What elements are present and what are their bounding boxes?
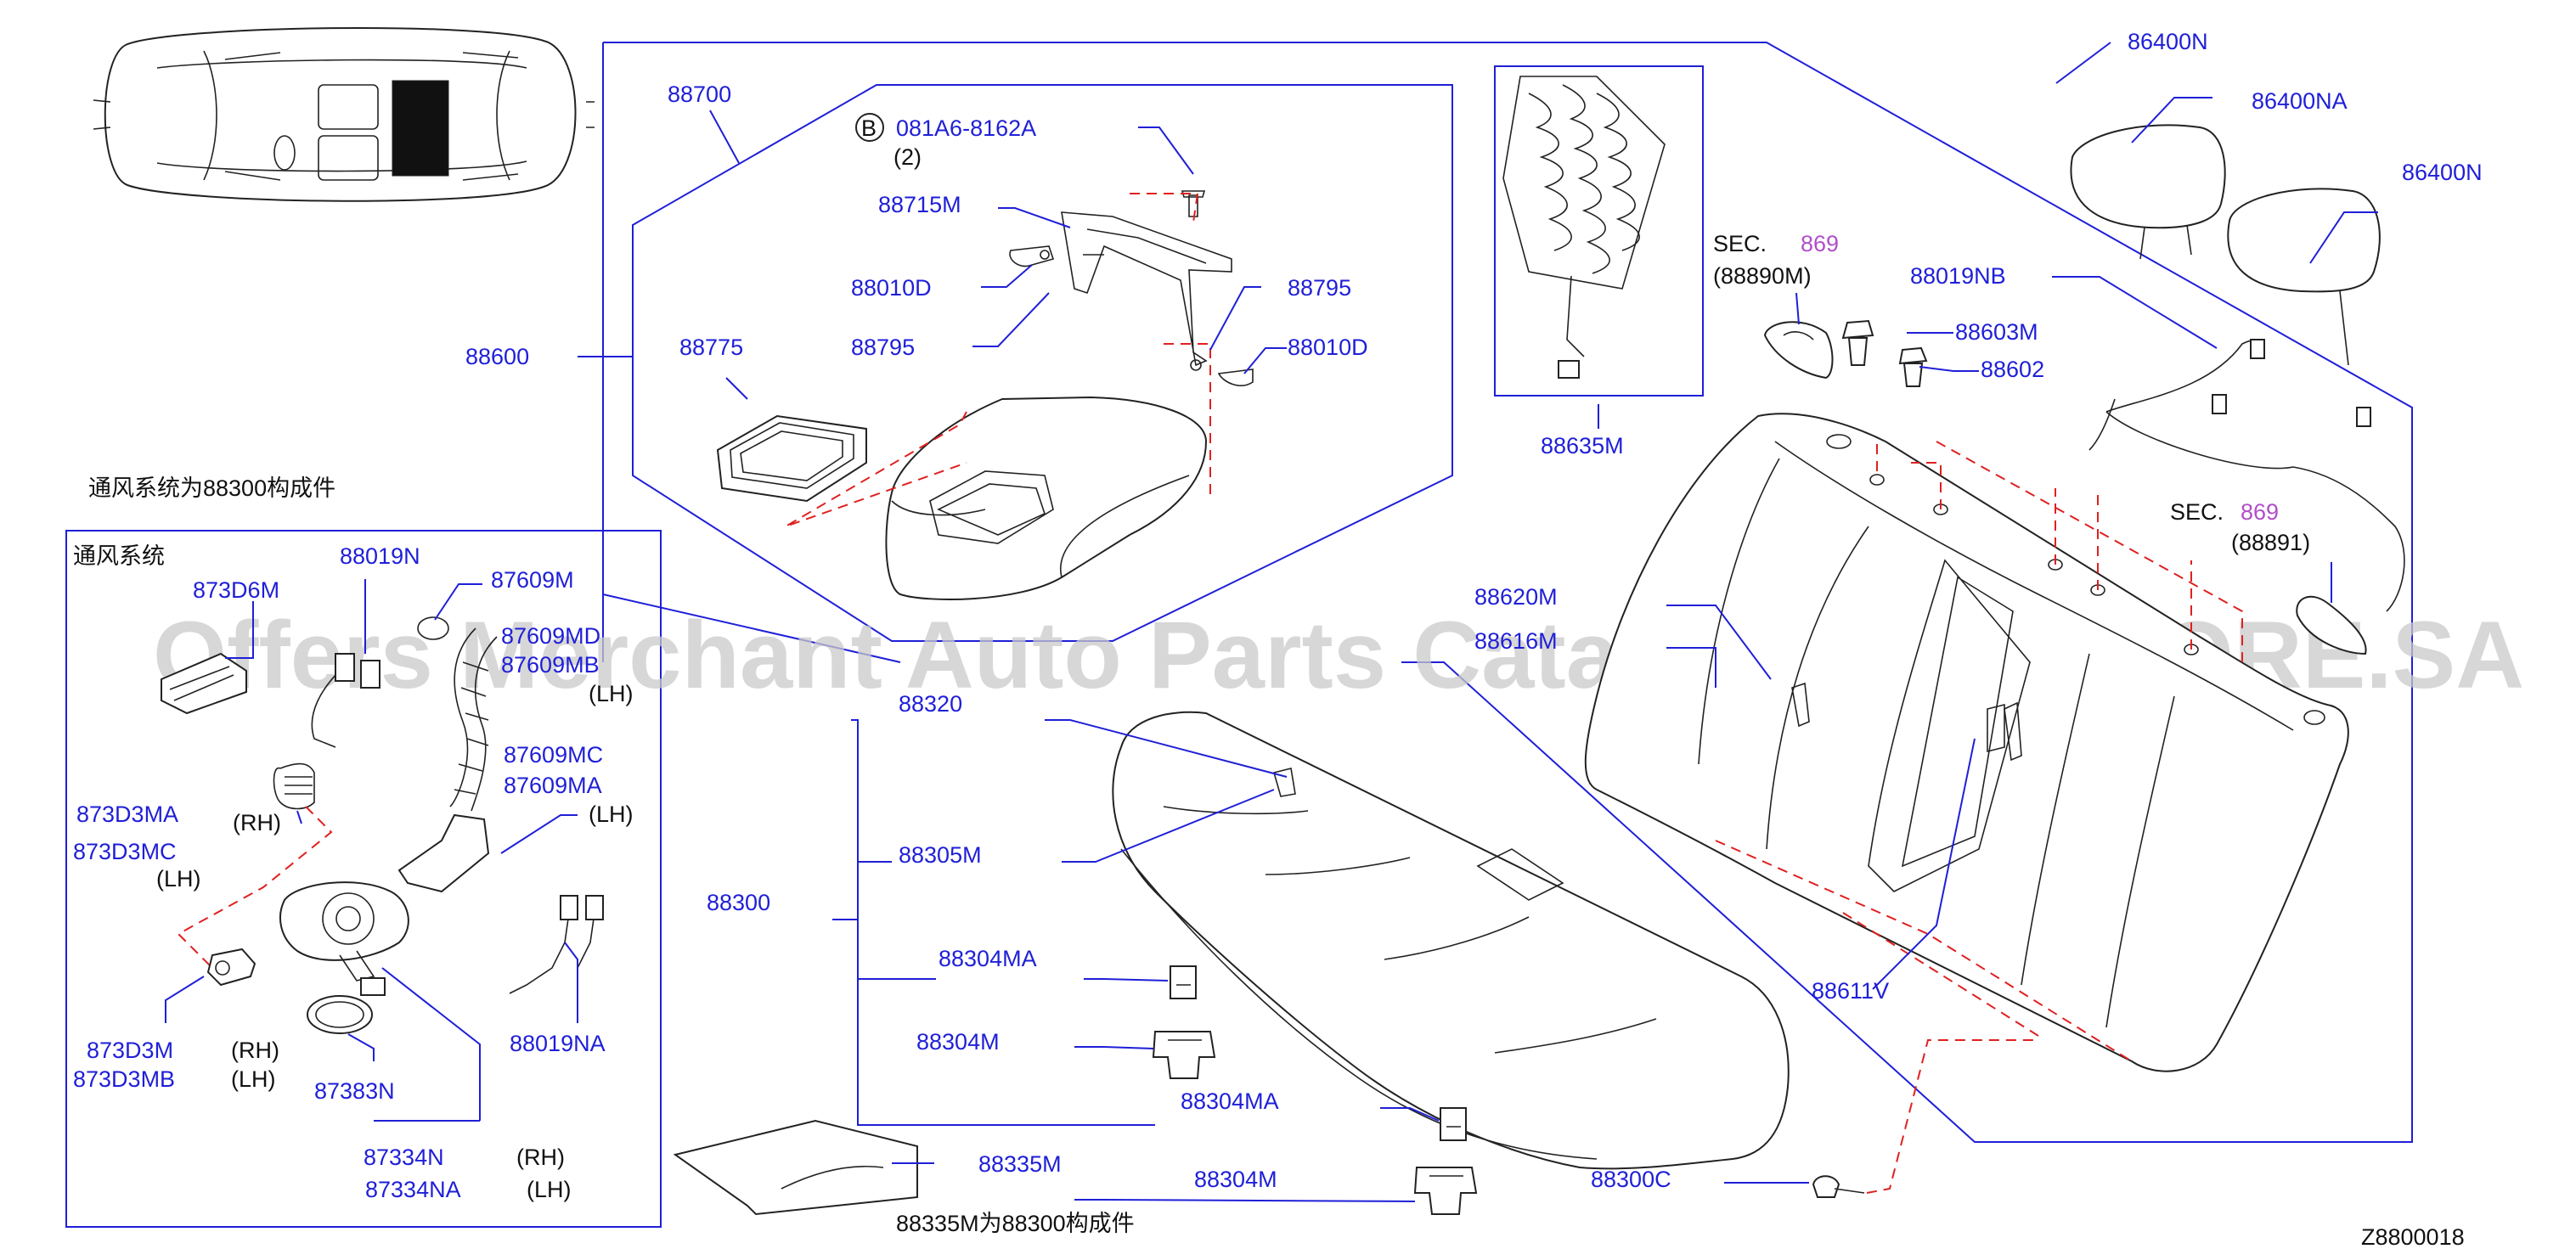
diagram-id: Z8800018 [2361, 1224, 2465, 1250]
part-88304M-2: 88304M [1194, 1167, 1277, 1192]
ventilation-assembly-note: 通风系统为88300构成件 [88, 475, 335, 501]
part-88620M: 88620M [1474, 584, 1558, 610]
part-88611V: 88611V [1812, 978, 1889, 1004]
part-88304MA-2: 88304MA [1181, 1088, 1279, 1114]
rh-3: (RH) [516, 1145, 565, 1170]
labels: 86400N 86400NA 86400N 88700 B 081A6-8162… [73, 29, 2483, 1250]
part-86400N-top: 86400N [2128, 29, 2208, 54]
part-88795-left: 88795 [851, 335, 915, 360]
part-873D3MB: 873D3MB [73, 1066, 175, 1092]
lh-2: (LH) [589, 802, 634, 827]
sec-number-1: 869 [1801, 231, 1839, 256]
sec-label-1: SEC. [1713, 231, 1767, 256]
bolt-marker: B [861, 115, 877, 141]
ventilation-box-title: 通风系统 [73, 543, 165, 569]
bolt-marker-circle [855, 113, 884, 142]
part-873D3MC: 873D3MC [73, 839, 177, 864]
part-86400NA: 86400NA [2252, 88, 2348, 114]
part-87609MA: 87609MA [504, 773, 602, 798]
part-88795-right: 88795 [1288, 275, 1351, 301]
part-88304M-1: 88304M [916, 1029, 1000, 1055]
part-88602: 88602 [1981, 357, 2044, 382]
armrest-88700-leader [709, 110, 740, 164]
part-88635M: 88635M [1541, 433, 1624, 458]
lh-4: (LH) [231, 1066, 276, 1092]
cover-note: 88335M为88300构成件 [896, 1211, 1135, 1236]
part-081A6-qty: (2) [893, 144, 922, 170]
part-87334NA: 87334NA [365, 1177, 461, 1202]
armrest-group [716, 127, 1287, 600]
seat-assembly-outline-left-join [602, 593, 901, 663]
seat-assembly-outline [603, 42, 2413, 1143]
sec-number-2: 869 [2241, 499, 2279, 525]
seat-back [1584, 276, 2405, 1072]
part-873D6M: 873D6M [193, 577, 279, 603]
part-87609M: 87609M [491, 567, 574, 593]
rh-1: (RH) [233, 810, 281, 835]
sec-label-2: SEC. [2170, 499, 2224, 525]
part-88305M: 88305M [899, 842, 982, 868]
part-88603M: 88603M [1955, 319, 2038, 345]
part-87609MB: 87609MB [501, 652, 600, 678]
part-87609MD: 87609MD [501, 623, 600, 649]
part-87334N: 87334N [364, 1145, 444, 1170]
lh-1: (LH) [589, 681, 634, 706]
part-88775: 88775 [679, 335, 743, 360]
part-88600: 88600 [465, 344, 529, 369]
part-88320: 88320 [899, 691, 962, 717]
part-88700: 88700 [668, 82, 731, 107]
part-87383N: 87383N [314, 1078, 395, 1104]
sec-ref-88890M: (88890M) [1713, 263, 1812, 289]
part-88019NB: 88019NB [1910, 263, 2006, 289]
part-873D3M: 873D3M [87, 1038, 173, 1063]
ventilation-box [65, 530, 662, 1228]
part-88010D-left: 88010D [851, 275, 932, 301]
part-88300C: 88300C [1591, 1167, 1671, 1192]
part-88010D-right: 88010D [1288, 335, 1368, 360]
sec-ref-88891: (88891) [2231, 530, 2310, 555]
part-081A6-8162A: 081A6-8162A [896, 115, 1036, 141]
seat-heater-mat [1502, 76, 1666, 429]
part-88019N: 88019N [340, 543, 420, 569]
lh-3: (LH) [156, 866, 201, 892]
heater-box [1494, 65, 1704, 397]
ventilation-parts [161, 579, 604, 1122]
part-86400N-right: 86400N [2402, 160, 2483, 185]
part-88335M: 88335M [978, 1151, 1062, 1177]
part-88616M: 88616M [1474, 628, 1558, 654]
rh-2: (RH) [231, 1038, 279, 1063]
part-88304MA-1: 88304MA [939, 946, 1037, 971]
headrests [2055, 42, 2381, 366]
car-top-view [93, 26, 595, 202]
part-88300: 88300 [707, 890, 770, 915]
part-88019NA: 88019NA [510, 1031, 606, 1056]
seat-cushion [832, 711, 2038, 1215]
armrest-group-outline [632, 84, 1453, 642]
lh-5: (LH) [527, 1177, 572, 1202]
cover-panel [673, 1119, 934, 1216]
part-87609MC: 87609MC [504, 742, 603, 768]
part-873D3MA: 873D3MA [76, 802, 178, 827]
part-88715M: 88715M [878, 192, 961, 217]
